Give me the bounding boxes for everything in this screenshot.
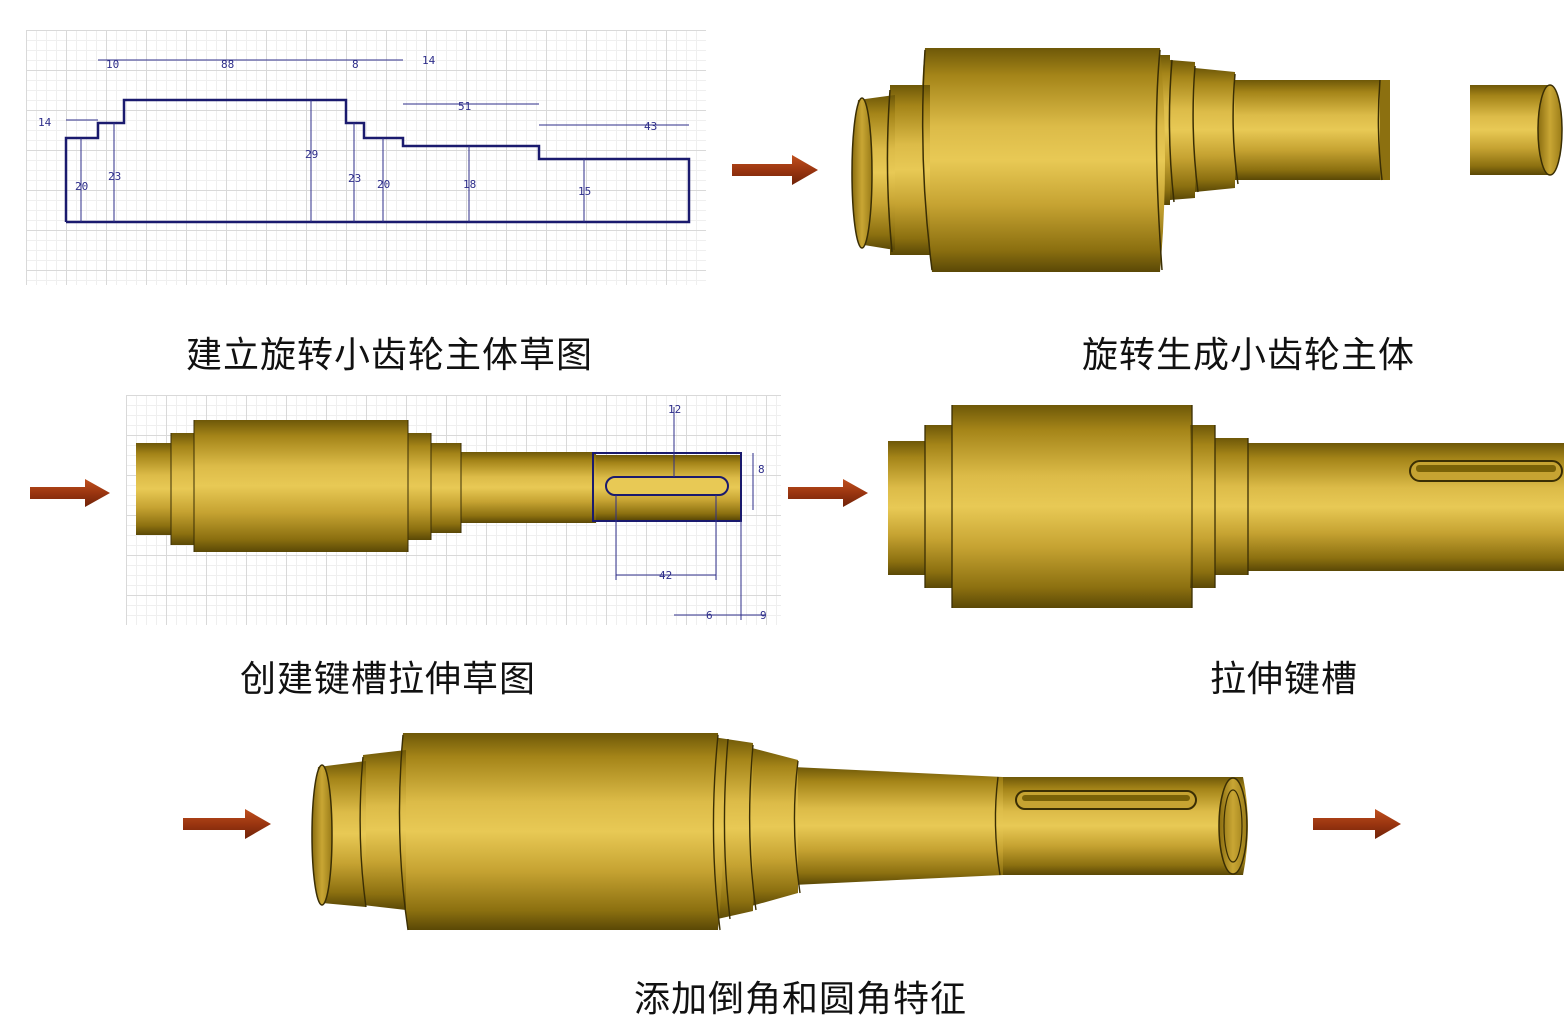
revolved-body-panel [850, 40, 1564, 280]
keyway-sketch-drawing: 12 42 6 9 8 [136, 403, 767, 622]
caption-step4: 拉伸键槽 [1210, 659, 1359, 700]
dim-12: 12 [668, 403, 681, 416]
arrow-right-icon [1313, 809, 1401, 839]
caption-step5: 添加倒角和圆角特征 [634, 979, 968, 1020]
dim-8-vertical: 8 [758, 463, 765, 476]
dim-v18: 18 [463, 178, 476, 191]
dim-8: 8 [352, 58, 359, 71]
dim-14-top: 14 [422, 54, 436, 67]
dim-v20b: 20 [377, 178, 390, 191]
keyway-sketch-panel: 12 42 6 9 8 [126, 395, 781, 625]
dim-v15: 15 [578, 185, 591, 198]
dim-51: 51 [458, 100, 471, 113]
caption-step1: 建立旋转小齿轮主体草图 [186, 335, 594, 376]
revolve-sketch-drawing: 14 10 88 8 14 51 43 20 23 29 23 20 18 15 [38, 54, 691, 224]
dim-10: 10 [106, 58, 119, 71]
dim-88: 88 [221, 58, 234, 71]
arrow-right-icon [183, 809, 271, 839]
caption-step3: 创建键槽拉伸草图 [240, 659, 537, 700]
arrow-right-icon [788, 479, 868, 507]
arrow-right-icon [30, 479, 110, 507]
dim-v23a: 23 [108, 170, 121, 183]
dim-42: 42 [659, 569, 672, 582]
dim-v20a: 20 [75, 180, 88, 193]
dim-6: 6 [706, 609, 713, 622]
dim-v23b: 23 [348, 172, 361, 185]
dim-9: 9 [760, 609, 767, 622]
extruded-keyway-panel [880, 403, 1564, 613]
revolved-body-model [851, 48, 1563, 272]
final-part-panel [308, 725, 1253, 935]
extruded-keyway-model [888, 405, 1564, 608]
arrow-right-icon [732, 155, 818, 185]
sketch-revolve-panel: 14 10 88 8 14 51 43 20 23 29 23 20 18 15 [26, 30, 706, 285]
final-part-model [311, 733, 1248, 931]
caption-step2: 旋转生成小齿轮主体 [1082, 335, 1416, 376]
sketch-profile [64, 98, 691, 224]
dim-14-left: 14 [38, 116, 52, 129]
dim-43: 43 [644, 120, 657, 133]
dim-v29: 29 [305, 148, 318, 161]
